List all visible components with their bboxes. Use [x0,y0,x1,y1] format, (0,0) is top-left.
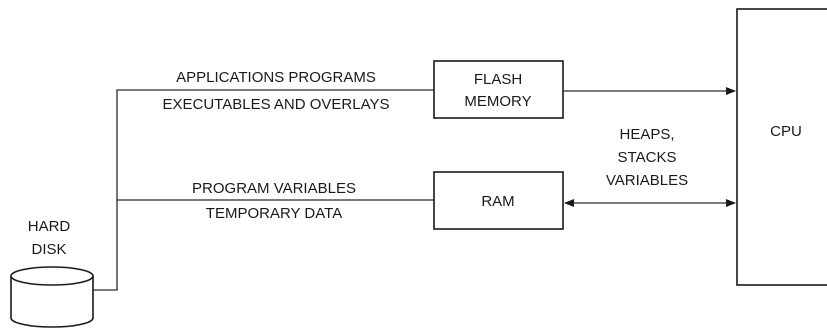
flash-memory-box [433,60,564,119]
ram-label: RAM [481,193,514,210]
executables-overlays-label: EXECUTABLES AND OVERLAYS [162,96,389,113]
stacks-label: STACKS [618,149,677,166]
hard-disk-cylinder [10,266,94,328]
apps-programs-label: APPLICATIONS PROGRAMS [176,69,376,86]
disk-bus-line [93,89,434,291]
heaps-label: HEAPS, [619,126,674,143]
ram-box [433,171,564,230]
flash-label-line1: FLASH [474,71,522,88]
program-variables-label: PROGRAM VARIABLES [192,180,356,197]
variables-label: VARIABLES [606,172,688,189]
hard-disk-label-line1: HARD [28,218,71,235]
cpu-label: CPU [770,123,802,140]
temporary-data-label: TEMPORARY DATA [206,205,342,222]
hard-disk-label-line2: DISK [31,241,66,258]
flash-label-line2: MEMORY [464,93,531,110]
cpu-box [736,8,827,286]
